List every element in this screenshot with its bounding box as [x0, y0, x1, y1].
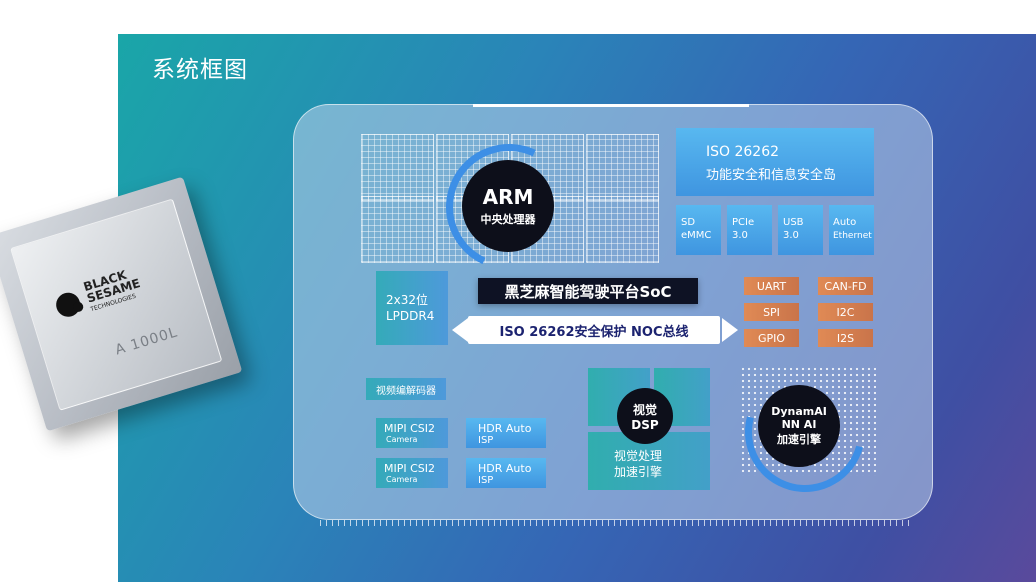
hdr-isp-block: HDR Auto ISP	[466, 458, 546, 488]
interface-auto-ethernet: Auto Ethernet	[829, 205, 874, 255]
nn-ai-circle: DynamAI NN AI 加速引擎	[758, 385, 840, 467]
cpu-core-grid	[361, 134, 434, 201]
peripheral-uart: UART	[744, 277, 799, 295]
peripheral-can-fd: CAN-FD	[818, 277, 873, 295]
chip-brand: BLACK SESAME TECHNOLOGIES	[81, 267, 142, 314]
mipi-camera-block: MIPI CSI2 Camera	[376, 418, 448, 448]
safety-island-block: ISO 26262 功能安全和信息安全岛	[676, 128, 874, 196]
arm-cpu-circle: ARM 中央处理器	[462, 160, 554, 252]
board-top-highlight	[473, 104, 749, 107]
peripheral-spi: SPI	[744, 303, 799, 321]
board-ruler	[320, 520, 910, 526]
chip-surface: BLACK SESAME TECHNOLOGIES A 1000L	[10, 198, 223, 411]
lpddr-line1: 2x32位	[386, 293, 429, 307]
lpddr-line2: LPDDR4	[386, 309, 435, 323]
chip-model: A 1000L	[113, 324, 180, 359]
interface-pcie: PCIe 3.0	[727, 205, 772, 255]
noc-bus: ISO 26262安全保护 NOC总线	[468, 316, 720, 344]
arm-subtitle: 中央处理器	[480, 213, 536, 226]
cpu-core-grid	[586, 196, 659, 263]
soc-banner: 黑芝麻智能驾驶平台SoC	[478, 278, 698, 304]
interface-sd-emmc: SD eMMC	[676, 205, 721, 255]
cpu-core-grid	[586, 134, 659, 201]
peripheral-i2c: I2C	[818, 303, 873, 321]
cpu-core-grid	[361, 196, 434, 263]
mipi-camera-block: MIPI CSI2 Camera	[376, 458, 448, 488]
interface-usb: USB 3.0	[778, 205, 823, 255]
slide-title: 系统框图	[152, 57, 248, 83]
lpddr-block: 2x32位 LPDDR4	[376, 271, 448, 345]
safety-island-line2: 功能安全和信息安全岛	[706, 168, 837, 183]
arm-title: ARM	[482, 185, 534, 209]
noc-bus-arrows	[452, 318, 738, 342]
vision-dsp-circle: 视觉 DSP	[617, 388, 673, 444]
peripheral-i2s: I2S	[818, 329, 873, 347]
hdr-isp-block: HDR Auto ISP	[466, 418, 546, 448]
video-codec-block: 视频编解码器	[366, 378, 446, 400]
peripheral-gpio: GPIO	[744, 329, 799, 347]
dsp-description: 视觉处理 加速引擎	[614, 449, 663, 479]
safety-island-line1: ISO 26262	[706, 144, 780, 160]
